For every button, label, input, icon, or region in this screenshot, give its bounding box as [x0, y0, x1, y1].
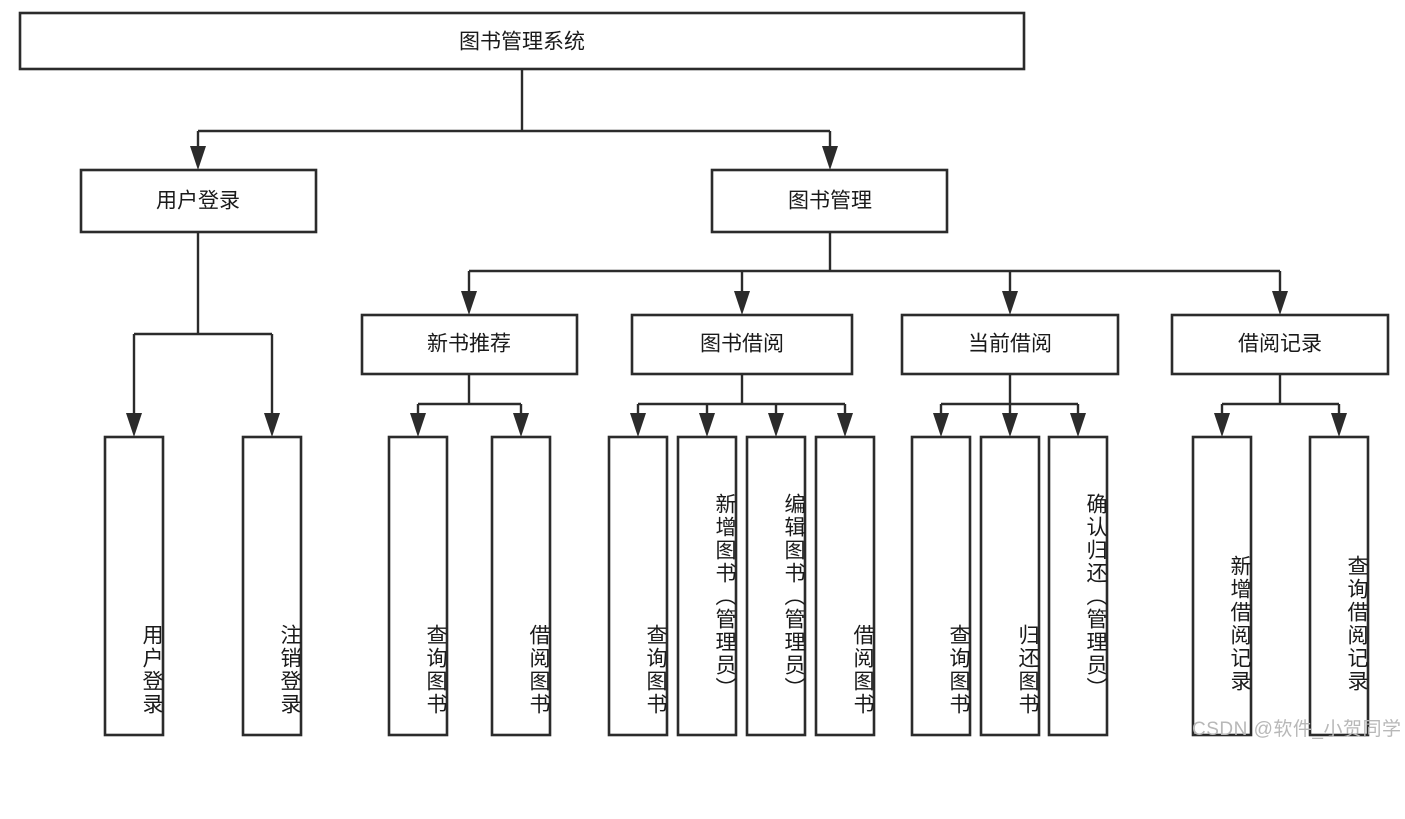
node-box-user-login[interactable] — [79, 168, 318, 234]
node-label-new-book-recommend: 新书推荐 — [427, 333, 511, 356]
arrow-head-currentborrow-leaf1 — [933, 413, 949, 437]
arrow-head-borrowrecord — [1272, 291, 1288, 315]
arrow-head-bookborrow-leaf3 — [768, 413, 784, 437]
node-box-book-borrow[interactable] — [630, 313, 854, 376]
node-box-current-borrow[interactable] — [900, 313, 1120, 376]
arrow-head-currentborrow-leaf2 — [1002, 413, 1018, 437]
connector-group-userlogin-leaves — [126, 232, 280, 437]
node-label-current-borrow: 当前借阅 — [968, 333, 1052, 356]
leaf-box-current-borrow-1[interactable] — [910, 435, 972, 737]
arrow-head-borrowrecord-leaf2 — [1331, 413, 1347, 437]
leaf-box-new-book-2[interactable] — [490, 435, 552, 737]
leaf-box-book-borrow-3[interactable] — [745, 435, 807, 737]
node-box-borrow-record[interactable] — [1170, 313, 1390, 376]
arrow-head-bookborrow-leaf1 — [630, 413, 646, 437]
leaf-box-borrow-record-1[interactable] — [1191, 435, 1253, 737]
connector-group-borrowrecord-leaves — [1214, 374, 1347, 437]
connector-group-root — [190, 69, 838, 170]
arrow-head-userlogin-leaf2 — [264, 413, 280, 437]
node-label-user-login: 用户登录 — [156, 190, 240, 213]
leaf-box-current-borrow-3[interactable] — [1047, 435, 1109, 737]
leaf-box-book-borrow-1[interactable] — [607, 435, 669, 737]
leaf-box-user-login-2[interactable] — [241, 435, 303, 737]
arrow-head-userlogin-leaf1 — [126, 413, 142, 437]
arrow-head-userlogin — [190, 146, 206, 170]
node-label-book-management: 图书管理 — [788, 190, 872, 213]
arrow-head-currentborrow — [1002, 291, 1018, 315]
arrow-head-bookborrow — [734, 291, 750, 315]
leaf-box-book-borrow-4[interactable] — [814, 435, 876, 737]
connector-group-currentborrow-leaves — [933, 374, 1086, 437]
arrow-head-bookborrow-leaf4 — [837, 413, 853, 437]
node-label-borrow-record: 借阅记录 — [1238, 333, 1322, 356]
arrow-head-newbook — [461, 291, 477, 315]
leaf-box-book-borrow-2[interactable] — [676, 435, 738, 737]
arrow-head-newbook-leaf1 — [410, 413, 426, 437]
arrow-head-borrowrecord-leaf1 — [1214, 413, 1230, 437]
connector-group-newbook-leaves — [410, 374, 529, 437]
leaf-box-user-login-1[interactable] — [103, 435, 165, 737]
node-label-book-borrow: 图书借阅 — [700, 333, 784, 356]
node-box-new-book-recommend[interactable] — [360, 313, 579, 376]
arrow-head-newbook-leaf2 — [513, 413, 529, 437]
flowchart-diagram: 图书管理系统 用户登录 图书管理 新书推荐 图书借阅 当前借阅 借阅记录 用户登… — [18, 11, 1402, 740]
node-box-root[interactable] — [18, 11, 1026, 71]
node-box-book-management[interactable] — [710, 168, 949, 234]
diagram-canvas: 图书管理系统 用户登录 图书管理 新书推荐 图书借阅 当前借阅 借阅记录 — [18, 11, 1390, 737]
arrow-head-bookmgmt — [822, 146, 838, 170]
leaf-box-current-borrow-2[interactable] — [979, 435, 1041, 737]
arrow-head-currentborrow-leaf3 — [1070, 413, 1086, 437]
connector-group-bookmgmt — [461, 232, 1288, 315]
node-label-root: 图书管理系统 — [459, 31, 585, 54]
connector-group-bookborrow-leaves — [630, 374, 853, 437]
watermark-text: CSDN @软件_小贺同学 — [1192, 719, 1402, 740]
leaf-box-borrow-record-2[interactable] — [1308, 435, 1370, 737]
leaf-box-new-book-1[interactable] — [387, 435, 449, 737]
arrow-head-bookborrow-leaf2 — [699, 413, 715, 437]
